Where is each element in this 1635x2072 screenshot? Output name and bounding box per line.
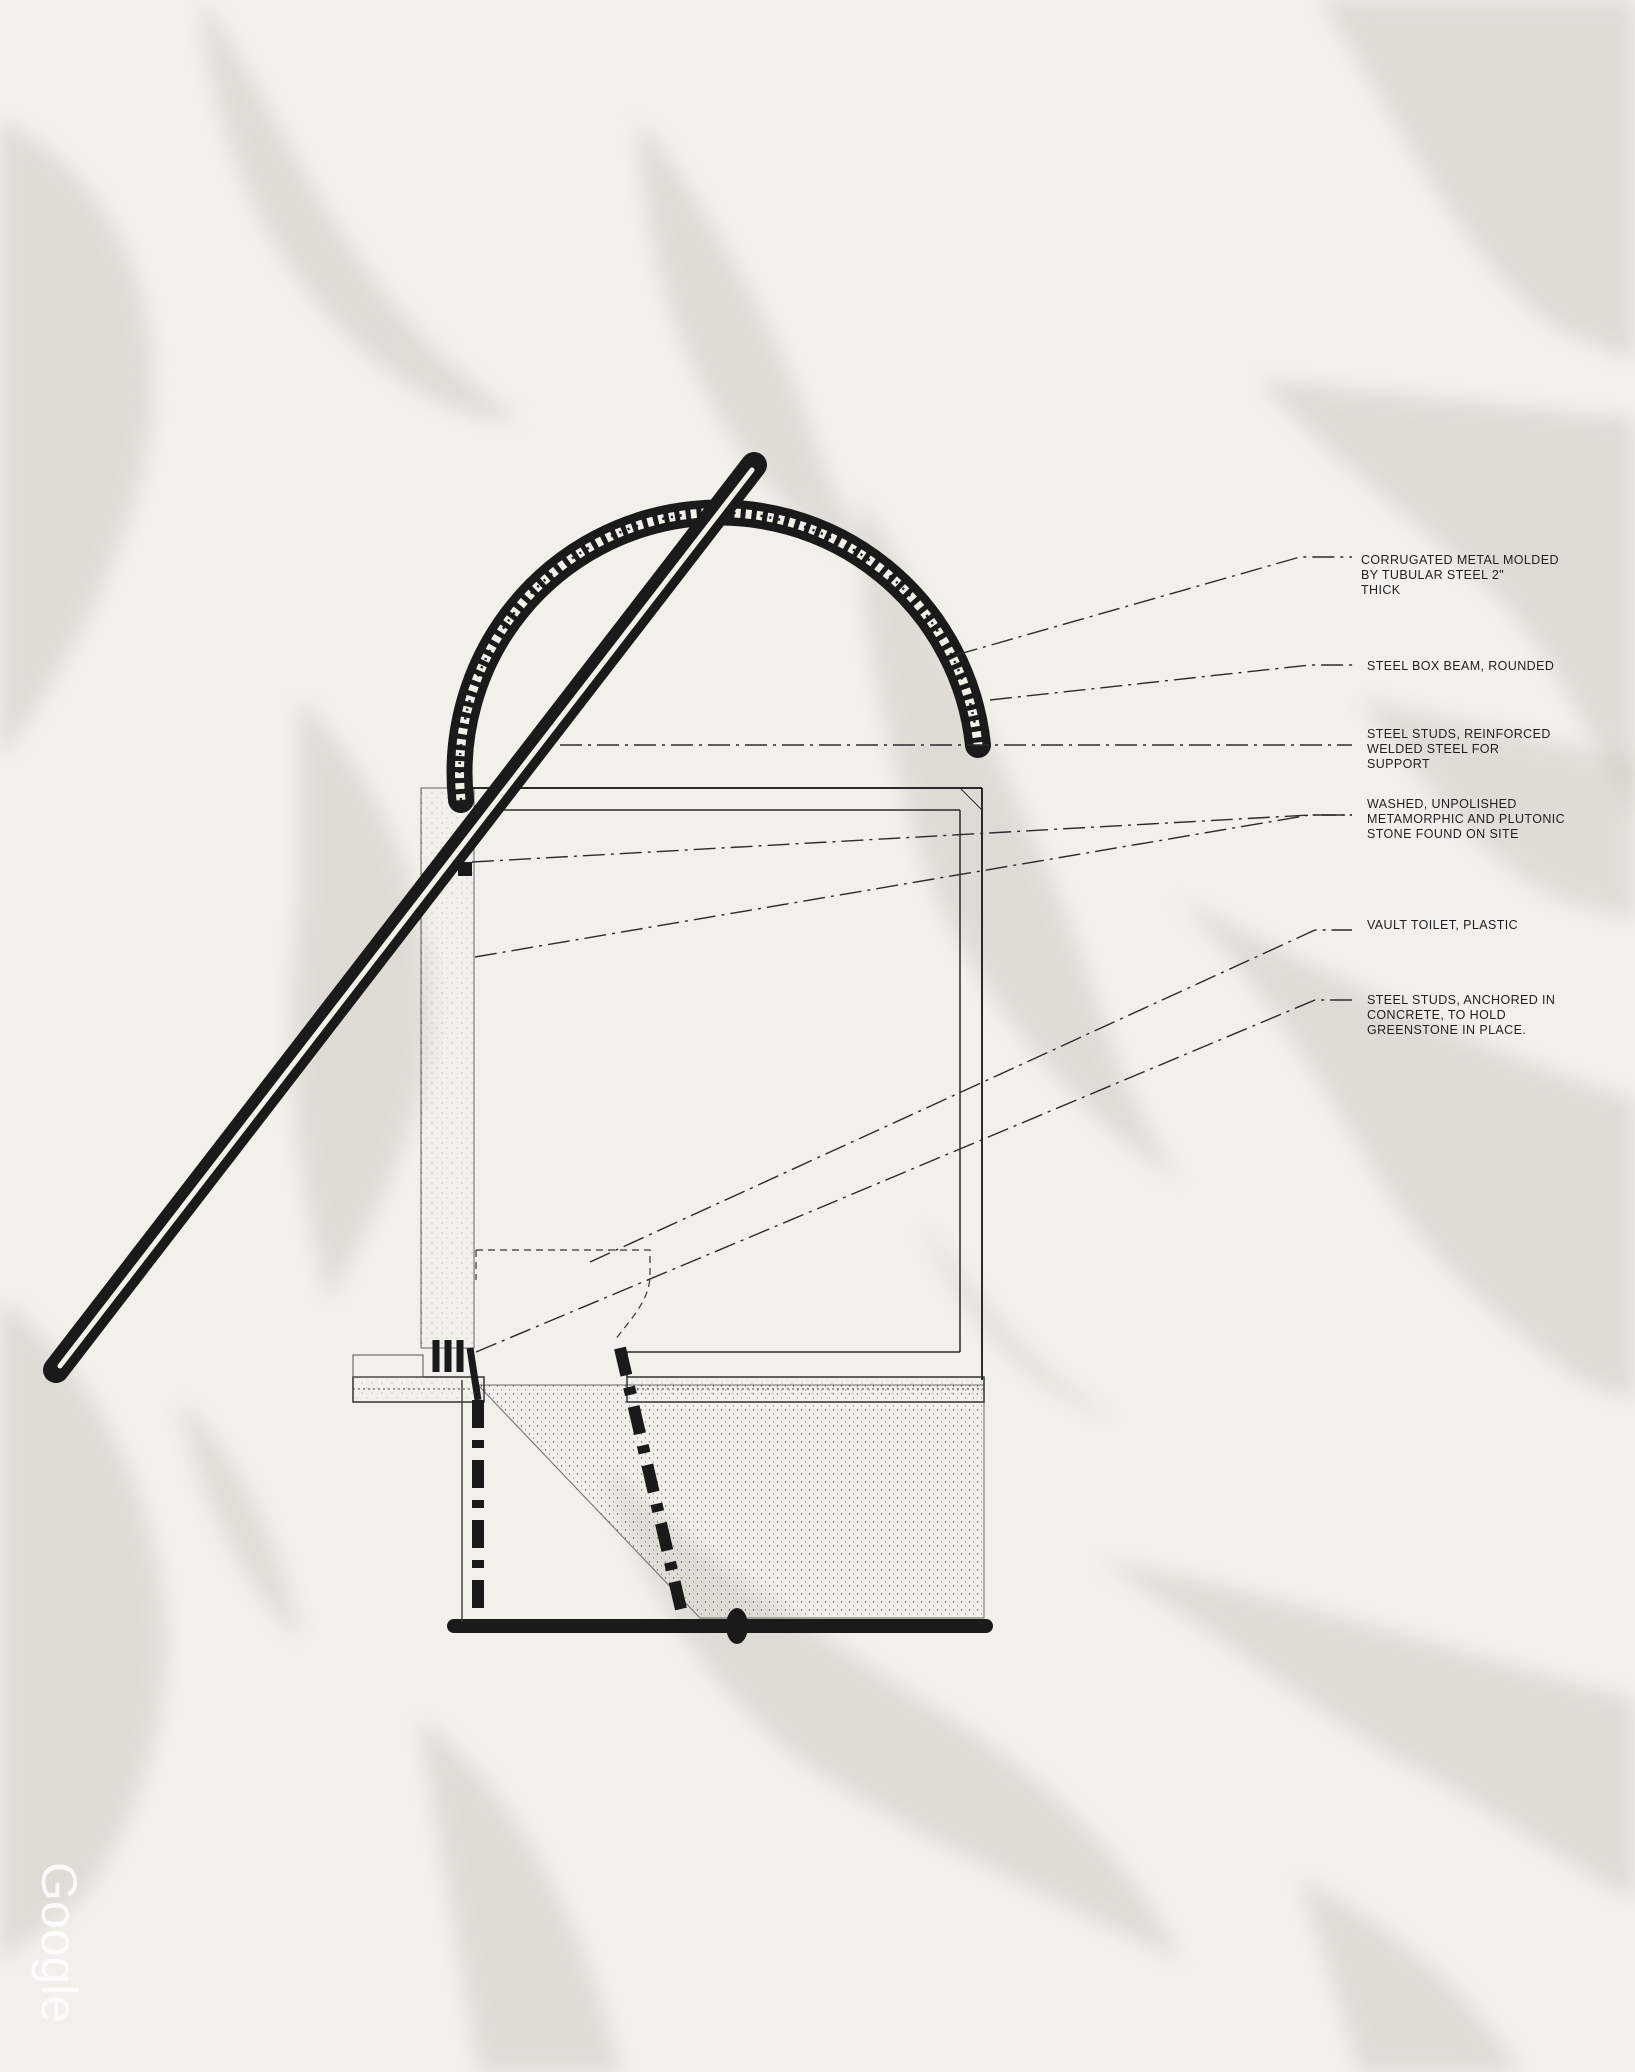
note-steel-studs-reinforced: STEEL STUDS, REINFORCED WELDED STEEL FOR… (1367, 727, 1551, 771)
note-washed-stone: WASHED, UNPOLISHED METAMORPHIC AND PLUTO… (1367, 797, 1566, 841)
note-steel-box-beam: STEEL BOX BEAM, ROUNDED (1367, 659, 1555, 673)
note-corrugated-metal: CORRUGATED METAL MOLDED BY TUBULAR STEEL… (1361, 553, 1559, 597)
note-vault-toilet: VAULT TOILET, PLASTIC (1367, 918, 1519, 932)
google-watermark: Google (31, 1862, 96, 2062)
base-slab (447, 1380, 993, 1644)
steel-studs (432, 862, 690, 1624)
watermark-text: Google (31, 1862, 87, 2024)
corrugated-arch (446, 499, 991, 813)
leader-lines (471, 556, 1358, 1353)
note-steel-studs-anchored: STEEL STUDS, ANCHORED IN CONCRETE, TO HO… (1367, 993, 1556, 1037)
interior-frame (470, 787, 983, 1380)
diagonal-steel-beam (43, 452, 767, 1383)
toilet-outline (475, 1249, 651, 1341)
vault-stone-mass (476, 1384, 985, 1619)
